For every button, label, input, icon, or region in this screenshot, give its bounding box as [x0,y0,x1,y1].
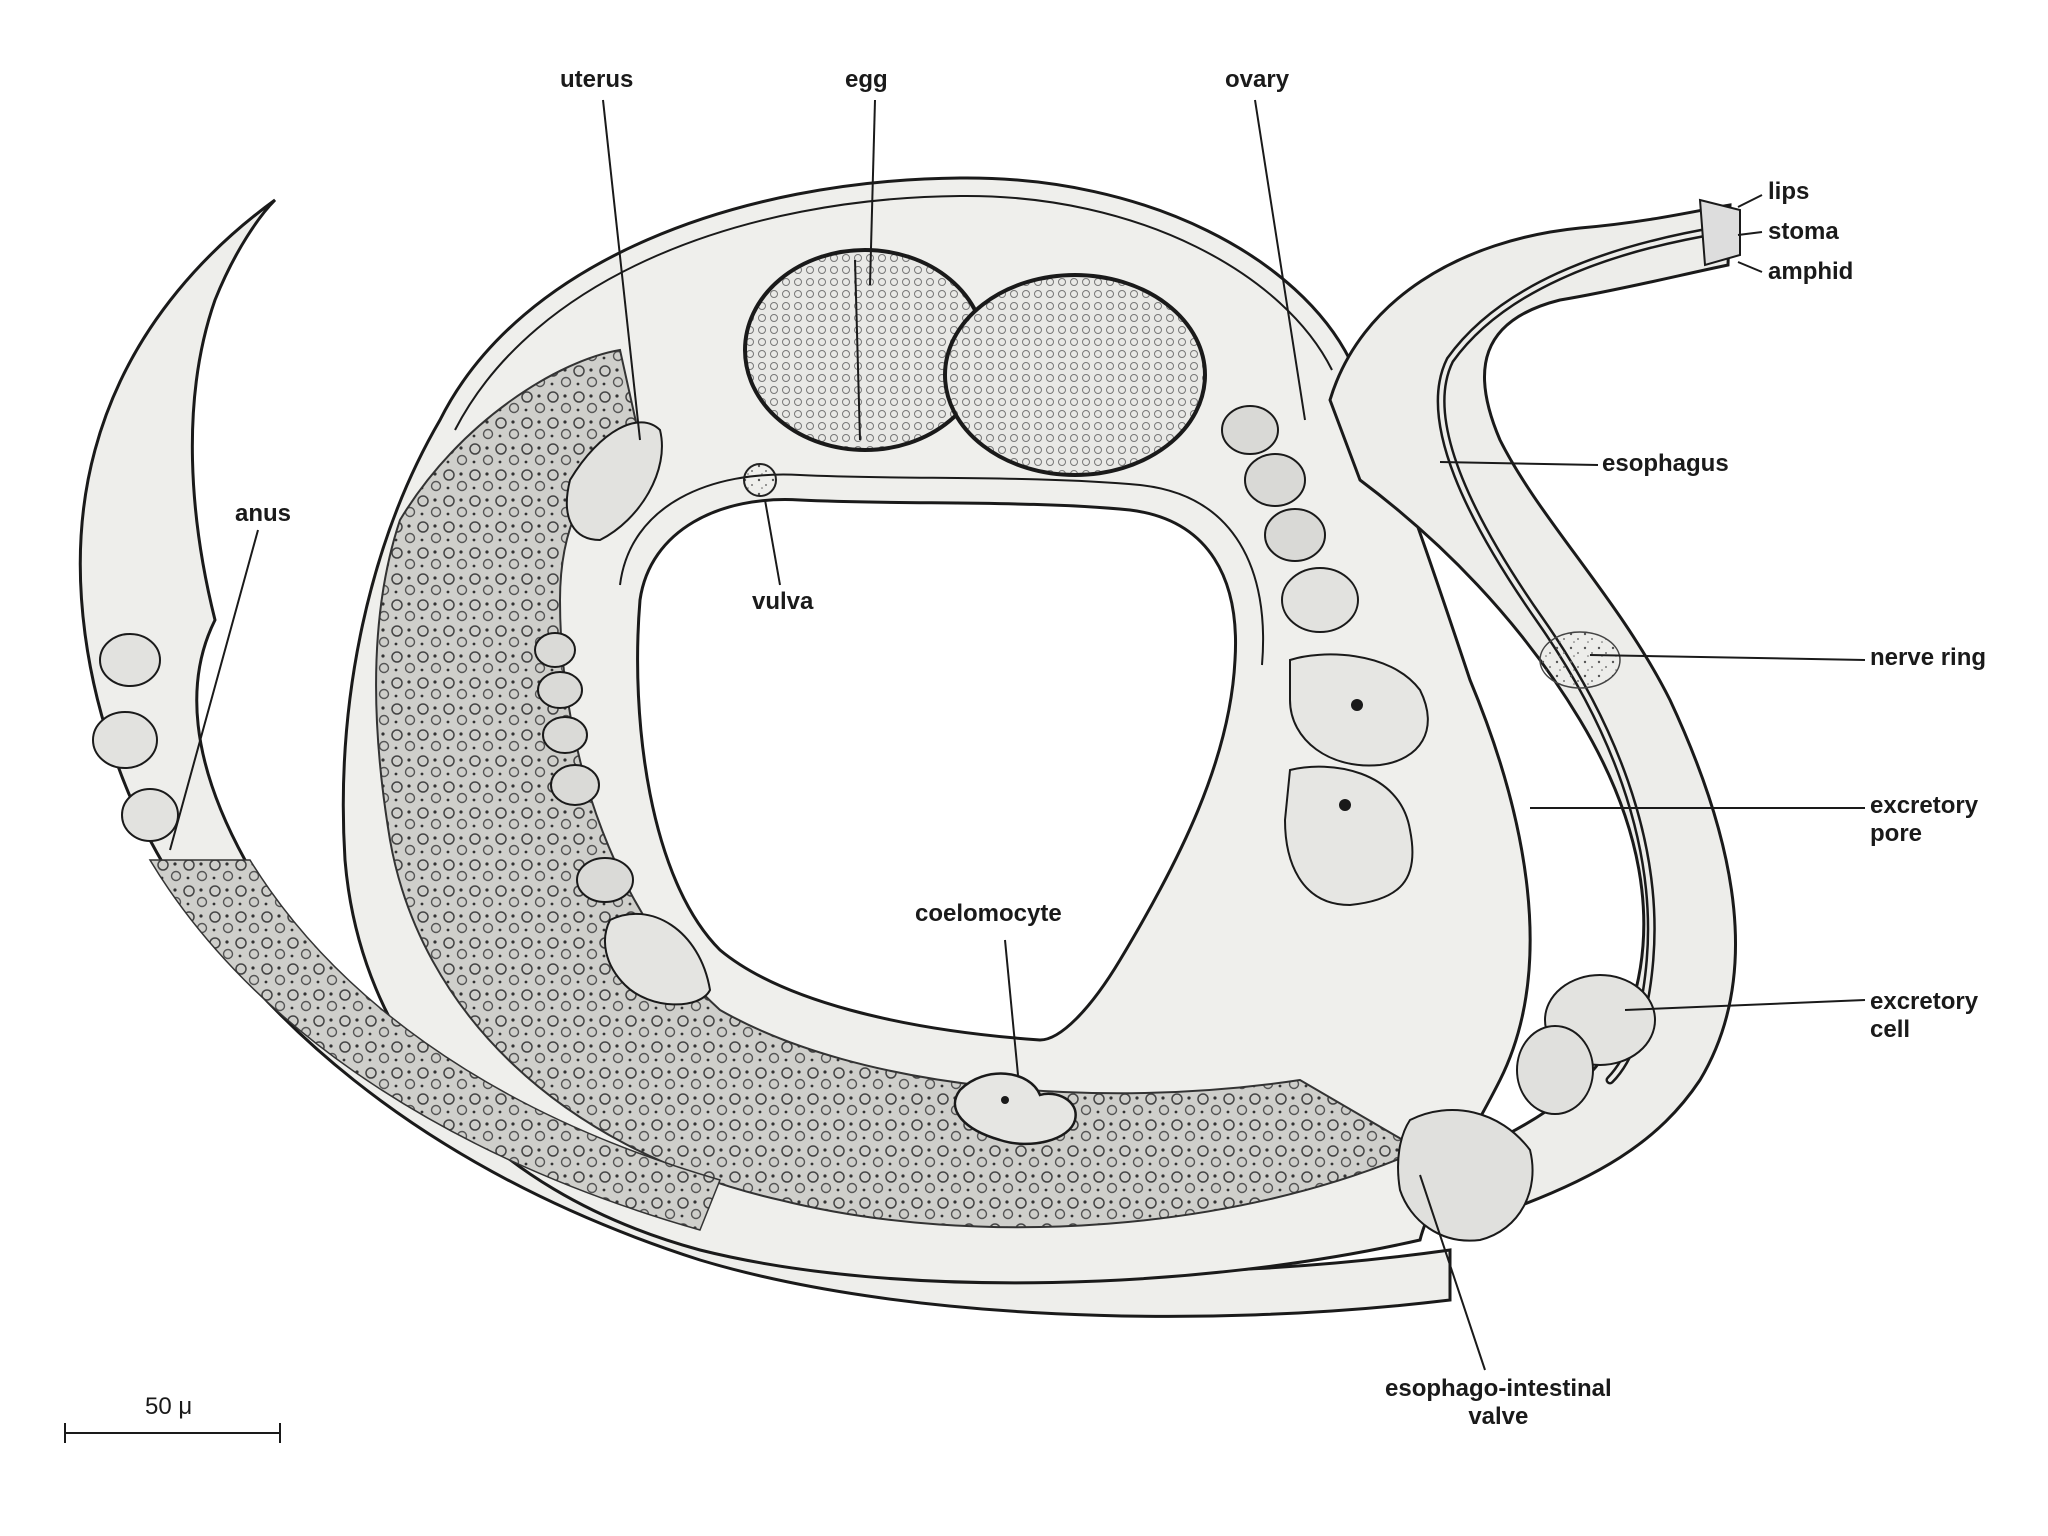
leader-lines [169,99,1866,1371]
label-excretory-cell-line1: excretory [1870,988,1979,1015]
coelomocyte-shape [953,1072,1077,1146]
label-stoma: stoma [1768,218,1839,245]
label-vulva: vulva [752,588,814,615]
label-valve-line2: valve [1468,1402,1529,1430]
tail-segment [78,198,1452,1318]
egg-shape-2 [943,273,1207,477]
label-excretory-pore-line2: pore [1870,819,1923,847]
label-amphid: amphid [1768,258,1854,285]
label-coelomocyte: coelomocyte [915,900,1062,927]
nerve-ring-shape [1539,631,1621,689]
label-ovary: ovary [1225,66,1290,93]
central-hole [636,498,1238,1042]
head-region [1328,198,1741,1222]
label-uterus: uterus [560,66,634,93]
vulva-shape [743,463,777,497]
scale-bar [64,1423,281,1443]
label-lips: lips [1768,178,1810,205]
leader-lips [1737,194,1763,208]
label-excretory-cell: excretory cell [1870,988,1978,1043]
lips-shape [1698,198,1741,267]
leader-anus [169,529,259,851]
label-esophago-intestinal-valve: esophago-intestinal valve [1385,1375,1612,1430]
leader-coelomocyte [1004,939,1019,1076]
leader-stoma [1737,231,1763,236]
leader-nerve-ring [1589,654,1866,661]
label-excretory-pore: excretory pore [1870,792,1978,847]
leader-vulva [764,499,781,586]
leader-esophagus [1439,461,1599,466]
tail-intestine [148,859,722,1231]
leader-egg [869,99,876,286]
label-excretory-pore-line1: excretory [1870,792,1979,819]
leader-ovary [1254,99,1306,421]
label-esophagus: esophagus [1602,450,1729,477]
label-egg: egg [845,66,888,93]
label-nerve-ring: nerve ring [1870,644,1987,671]
label-excretory-cell-line2: cell [1870,1015,1911,1043]
leader-amphid [1737,261,1763,273]
uterus-shape [534,421,712,1006]
leader-uterus [602,99,641,441]
leader-valve [1419,1174,1486,1371]
ovary-shape [1221,405,1429,907]
leader-excretory-cell [1624,999,1866,1011]
label-valve-line1: esophago-intestinal [1385,1375,1612,1402]
scale-bar-label: 50 μ [145,1393,193,1420]
label-anus: anus [235,500,292,527]
eggs [743,248,1207,477]
